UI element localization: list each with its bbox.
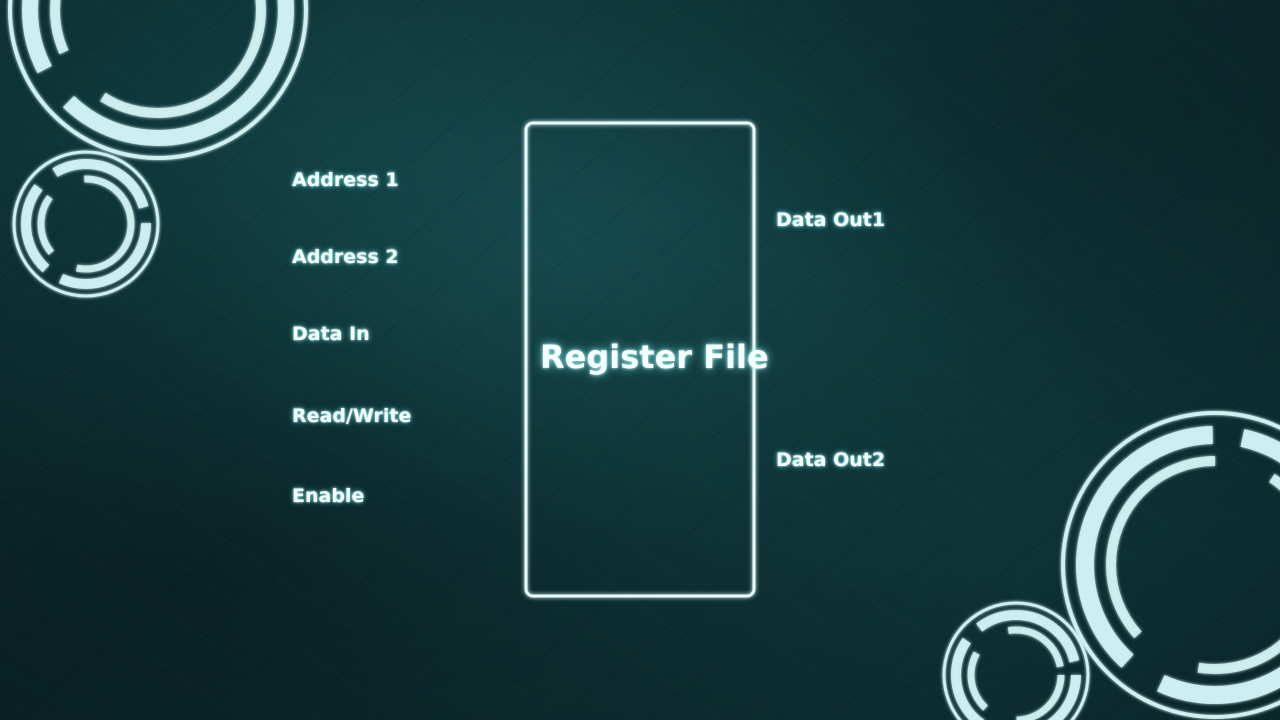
ring-top-left-icon: [8, 0, 308, 160]
input-label-read-write: Read/Write: [292, 405, 412, 427]
register-file-title: Register File: [540, 338, 769, 376]
ring-small-bottom-right-icon: [942, 601, 1090, 720]
ring-large-bottom-right-icon: [1061, 411, 1280, 719]
register-file-block: [524, 121, 756, 598]
input-label-address-1: Address 1: [292, 169, 399, 191]
output-label-data-out2: Data Out2: [776, 449, 886, 471]
input-label-enable: Enable: [292, 485, 365, 507]
input-label-address-2: Address 2: [292, 246, 399, 268]
ring-small-left-icon: [12, 150, 160, 298]
input-label-data-in: Data In: [292, 323, 370, 345]
output-label-data-out1: Data Out1: [776, 209, 886, 231]
